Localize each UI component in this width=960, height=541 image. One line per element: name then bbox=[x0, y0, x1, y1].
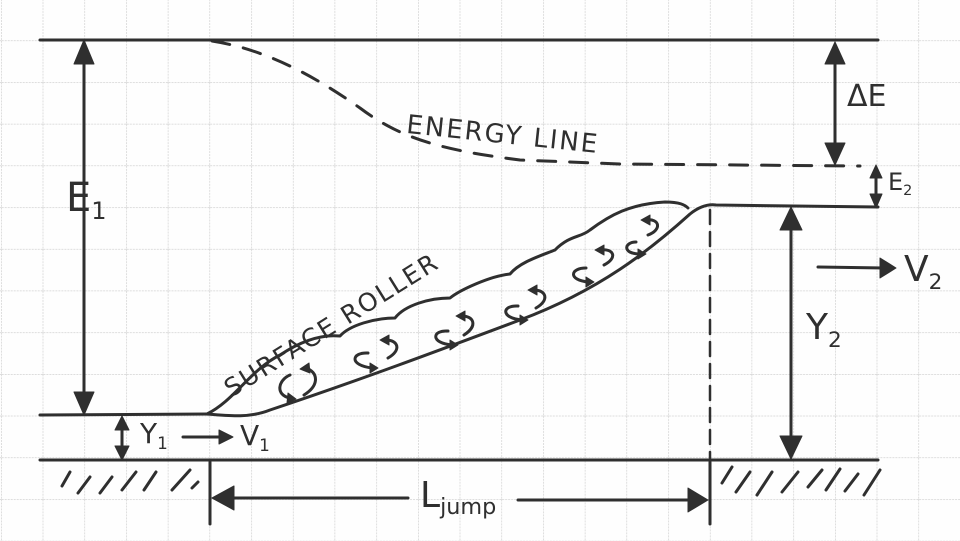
e1-label: E1 bbox=[66, 175, 107, 226]
energy-line-dashed bbox=[210, 39, 862, 168]
v2-arrow-shaft bbox=[816, 265, 886, 270]
v2-label: V2 bbox=[904, 249, 943, 295]
y2-arrow-up-icon bbox=[779, 206, 803, 231]
e2-arrow-down-icon bbox=[869, 193, 883, 209]
surface-roller-outline bbox=[205, 200, 690, 416]
bed-hatching-left bbox=[60, 468, 200, 495]
ljump-arrow-left-icon bbox=[211, 485, 235, 511]
delta-e-label: ΔE bbox=[847, 79, 887, 114]
e1-arrow-down-icon bbox=[73, 391, 95, 416]
e1-arrow-up-icon bbox=[73, 39, 95, 65]
delta-e-arrow-down-icon bbox=[824, 142, 846, 166]
upstream-water-surface bbox=[38, 412, 210, 417]
y2-arrow-down-icon bbox=[779, 435, 803, 460]
y2-label: Y2 bbox=[806, 307, 842, 353]
ljump-arrow-right-icon bbox=[687, 487, 709, 513]
bed-hatching-right bbox=[720, 465, 882, 497]
v1-label: V1 bbox=[240, 419, 270, 455]
ljump-label: Ljump bbox=[420, 475, 497, 520]
delta-e-arrow-up-icon bbox=[824, 41, 846, 65]
y1-arrow-down-icon bbox=[114, 445, 130, 461]
e2-label: E2 bbox=[888, 168, 913, 200]
e2-arrow-up-icon bbox=[869, 164, 883, 179]
v1-arrow-icon bbox=[218, 429, 234, 445]
y1-label: Y1 bbox=[140, 417, 168, 453]
v2-arrow-icon bbox=[879, 257, 897, 279]
y1-arrow-up-icon bbox=[114, 415, 130, 431]
roller-eddies bbox=[278, 214, 659, 404]
